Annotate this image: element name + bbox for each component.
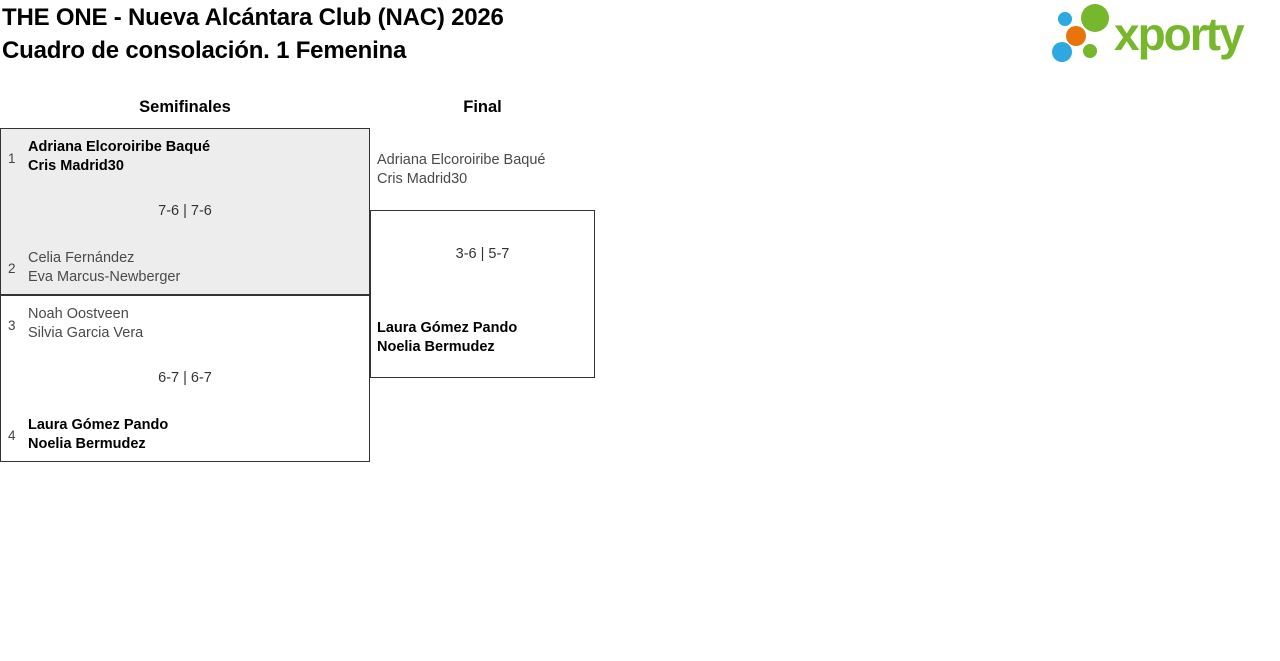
logo-dot-blue-small bbox=[1058, 12, 1072, 26]
team-name-pair: Adriana Elcoroiribe Baqué Cris Madrid30 bbox=[28, 138, 210, 176]
player-name: Celia Fernández bbox=[28, 250, 135, 266]
page-title: THE ONE - Nueva Alcántara Club (NAC) 202… bbox=[2, 4, 504, 31]
player-name: Laura Gómez Pando bbox=[377, 320, 518, 336]
team-name-pair: Adriana Elcoroiribe Baqué Cris Madrid30 bbox=[377, 151, 545, 189]
match-semifinal-2[interactable]: 3 Noah Oostveen Silvia Garcia Vera 6-7 |… bbox=[0, 295, 370, 462]
player-name: Adriana Elcoroiribe Baqué bbox=[28, 139, 211, 155]
seed-number: 2 bbox=[8, 261, 16, 276]
round-header-final: Final bbox=[463, 98, 502, 116]
logo-dot-green-small bbox=[1083, 44, 1097, 58]
team-name-pair: Celia Fernández Eva Marcus-Newberger bbox=[28, 249, 180, 287]
player-name: Cris Madrid30 bbox=[28, 158, 124, 174]
player-name: Noelia Bermudez bbox=[28, 436, 146, 452]
xporty-wordmark: xporty bbox=[1114, 8, 1245, 60]
xporty-logo[interactable]: xporty bbox=[1046, 0, 1278, 72]
xporty-logo-dots-icon bbox=[1052, 4, 1109, 62]
round-header-semifinales: Semifinales bbox=[139, 98, 231, 116]
match-score: 3-6 | 5-7 bbox=[455, 246, 510, 262]
player-name: Noelia Bermudez bbox=[377, 339, 495, 355]
logo-dot-blue-large bbox=[1052, 42, 1072, 62]
page-header: THE ONE - Nueva Alcántara Club (NAC) 202… bbox=[2, 1, 504, 67]
player-name: Cris Madrid30 bbox=[377, 171, 468, 187]
match-score: 6-7 | 6-7 bbox=[158, 370, 212, 386]
logo-dot-green-large bbox=[1081, 4, 1109, 32]
team-name-pair: Laura Gómez Pando Noelia Bermudez bbox=[377, 319, 517, 357]
player-name: Laura Gómez Pando bbox=[28, 417, 169, 433]
seed-number: 4 bbox=[8, 428, 16, 443]
match-final[interactable]: 3-6 | 5-7 Laura Gómez Pando Noelia Bermu… bbox=[370, 210, 595, 378]
player-name: Adriana Elcoroiribe Baqué bbox=[377, 152, 546, 168]
logo-dot-orange bbox=[1066, 26, 1086, 46]
player-name: Eva Marcus-Newberger bbox=[28, 269, 181, 285]
seed-number: 3 bbox=[8, 318, 16, 333]
player-name: Noah Oostveen bbox=[28, 306, 129, 322]
page-subtitle: Cuadro de consolación. 1 Femenina bbox=[2, 37, 407, 64]
match-semifinal-1[interactable]: 1 Adriana Elcoroiribe Baqué Cris Madrid3… bbox=[0, 128, 370, 295]
match-score: 7-6 | 7-6 bbox=[158, 203, 212, 219]
team-name-pair: Noah Oostveen Silvia Garcia Vera bbox=[28, 305, 143, 343]
team-name-pair: Laura Gómez Pando Noelia Bermudez bbox=[28, 416, 168, 454]
seed-number: 1 bbox=[8, 151, 16, 166]
player-name: Silvia Garcia Vera bbox=[28, 325, 144, 341]
